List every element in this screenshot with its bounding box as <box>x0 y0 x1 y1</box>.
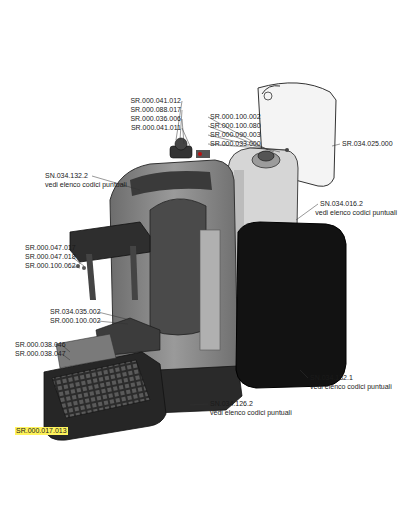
part-code: SR.000.090.003 <box>210 131 261 139</box>
part-code: vedi elenco codici puntuali <box>45 181 127 189</box>
part-code: SR.000.038.047 <box>15 350 66 358</box>
part-code: SN.034.016.2 <box>320 200 363 208</box>
part-code: SR.000.041.012 <box>130 97 181 105</box>
part-code: SR.000.041.011 <box>131 124 181 132</box>
part-code: SR.000.038.046 <box>15 341 66 349</box>
part-code: vedi elenco codici puntuali <box>310 383 392 391</box>
part-code: SR.000.036.006 <box>130 115 181 123</box>
part-code: SR.000.100.062 <box>25 262 76 270</box>
part-code: SR.034.025.000 <box>342 140 393 148</box>
part-code: vedi elenco codici puntuali <box>210 409 292 417</box>
part-code: SR.000.017.013 <box>15 427 68 435</box>
part-code: SR.000.033.000 <box>210 140 261 148</box>
part-code: SR.000.088.017 <box>130 106 181 114</box>
part-code: SN.034.132.1 <box>310 374 353 382</box>
part-code: SR.000.100.002 <box>210 113 261 121</box>
part-code: SR.000.100.080 <box>210 122 261 130</box>
part-code: SR.034.035.002 <box>50 308 101 316</box>
part-code: SR.000.047.018 <box>25 253 76 261</box>
part-code: SN.034.126.2 <box>210 400 253 408</box>
part-code: SN.034.132.2 <box>45 172 88 180</box>
part-code: SR.000.047.017 <box>25 244 76 252</box>
part-code: vedi elenco codici puntuali <box>315 209 397 217</box>
part-code: SR.000.100.002 <box>50 317 101 325</box>
